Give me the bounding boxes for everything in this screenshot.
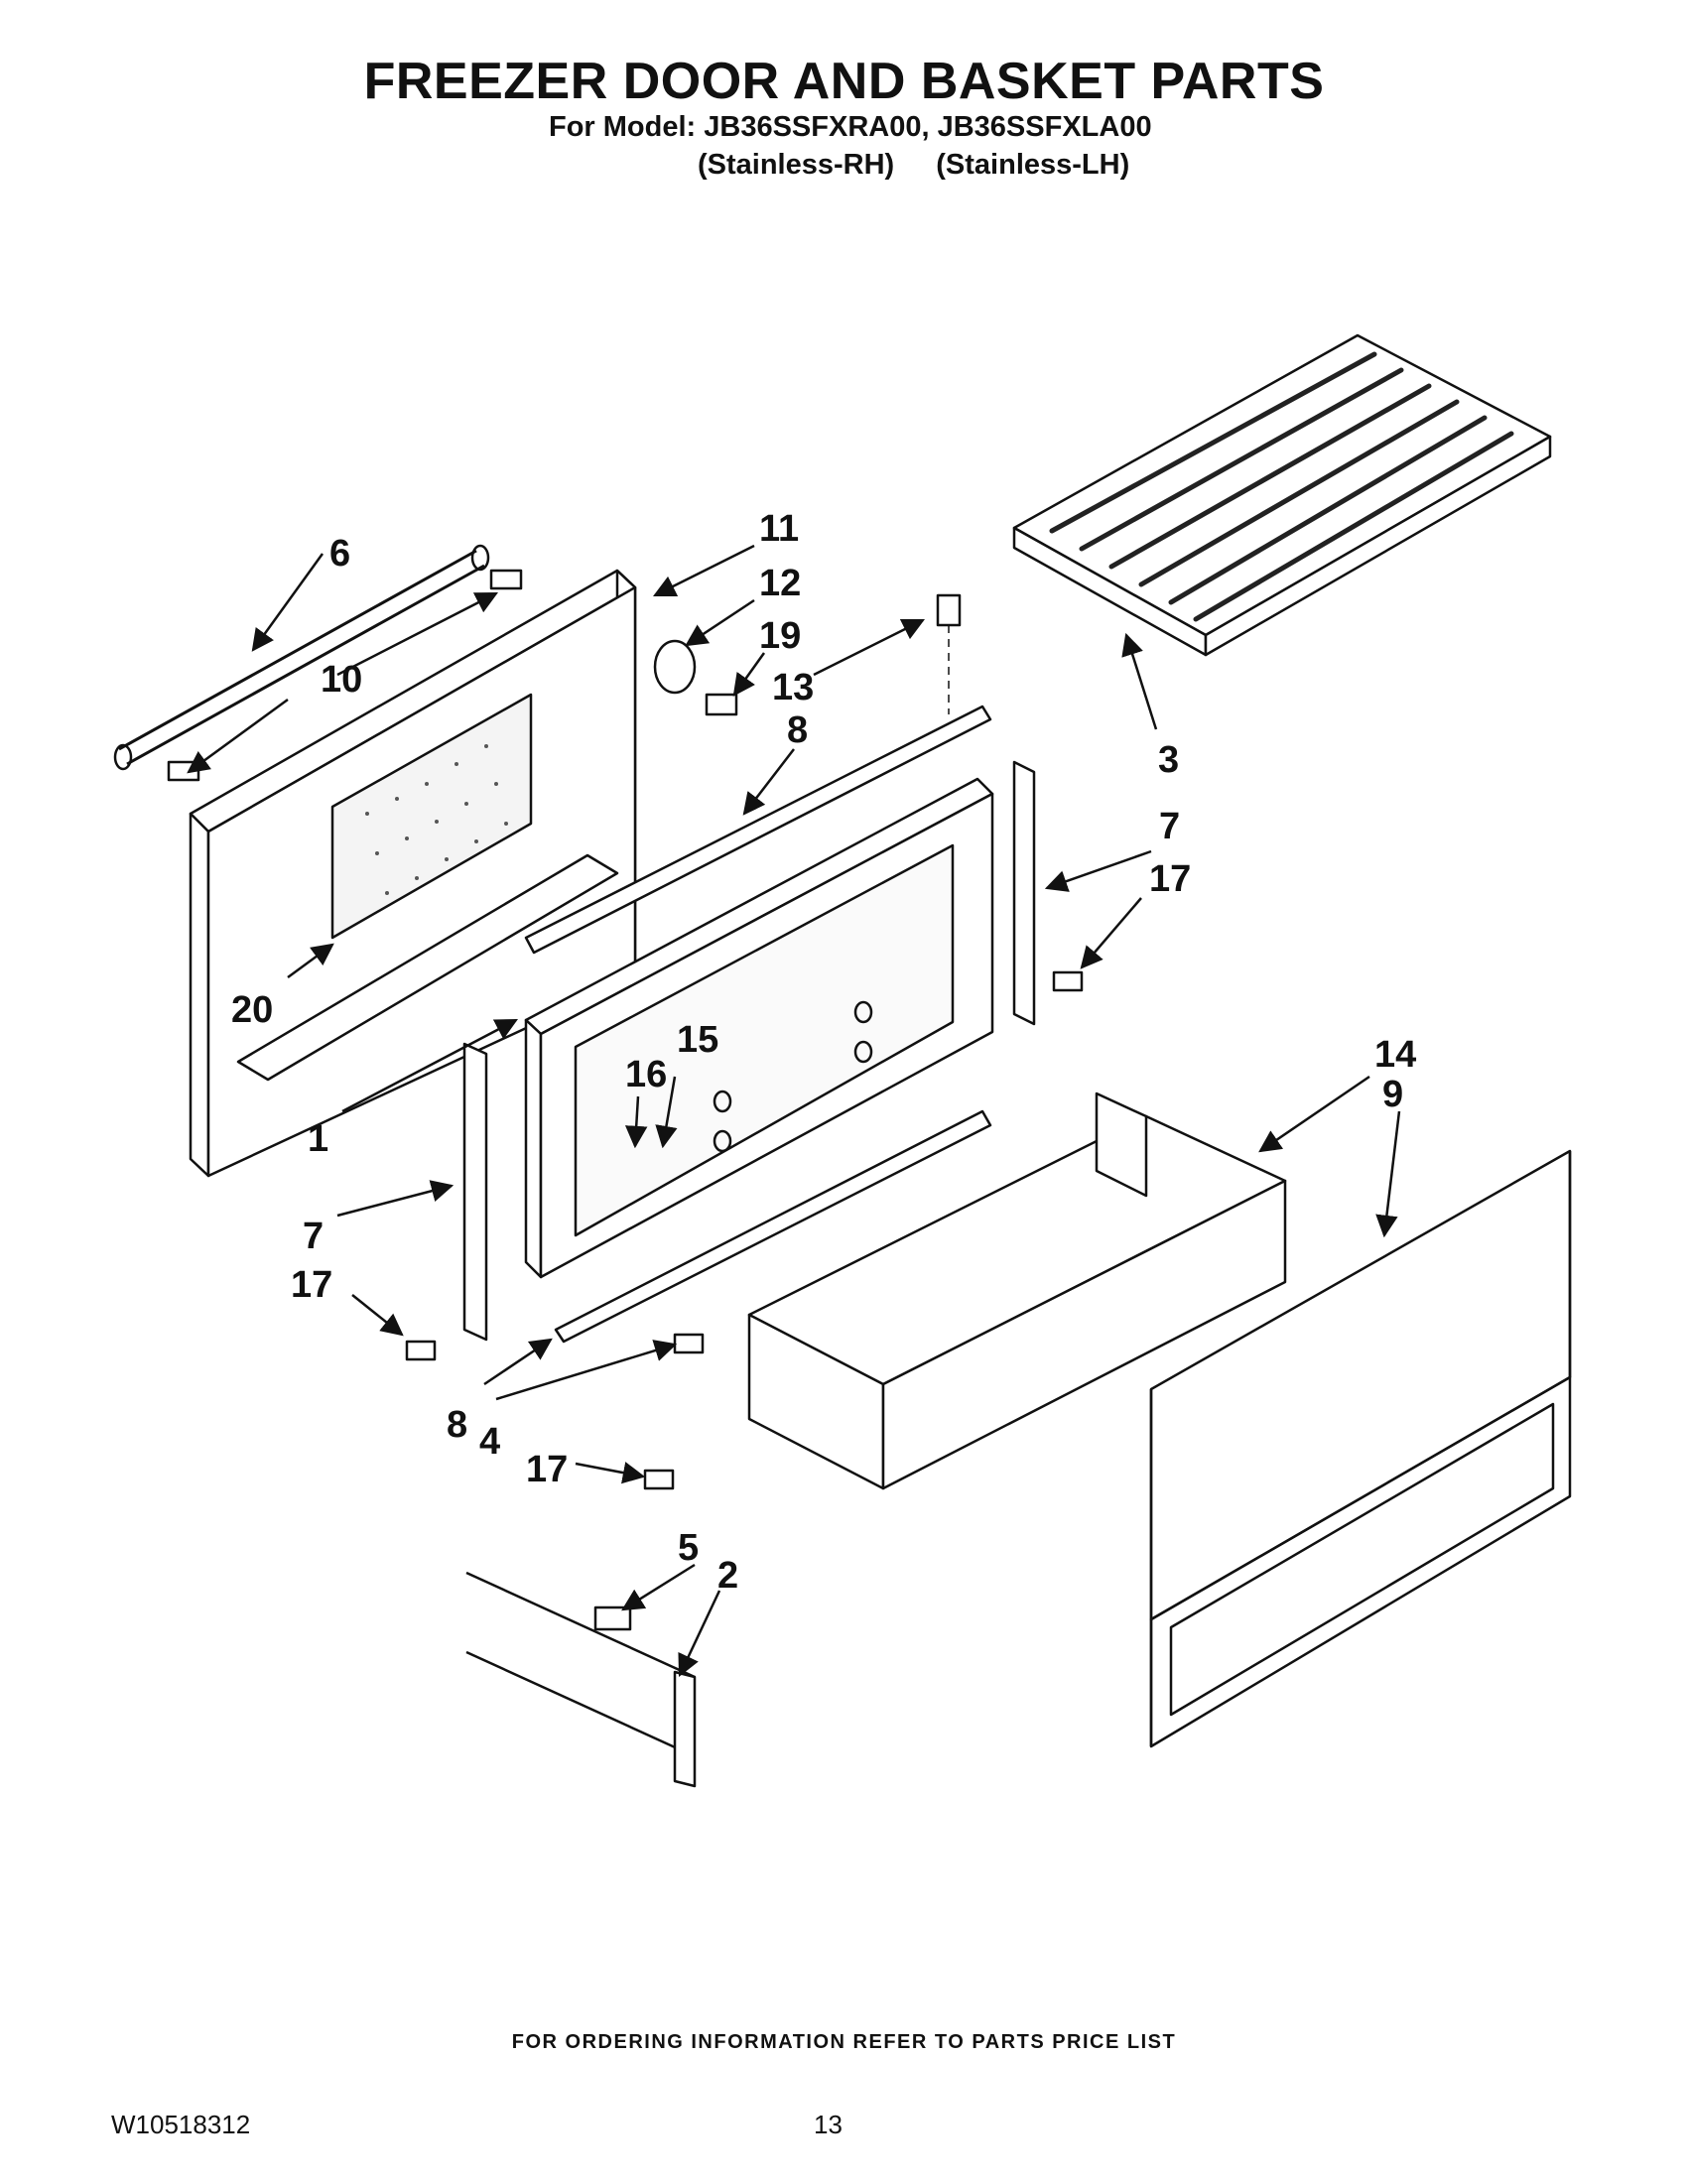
callout-15: 15 bbox=[677, 1019, 718, 1061]
side-trim-left-part bbox=[462, 1042, 488, 1342]
basket-part bbox=[747, 1092, 1287, 1490]
screw-part-4 bbox=[673, 1333, 705, 1354]
leader-lines bbox=[187, 544, 1401, 1678]
screw-part-13 bbox=[936, 593, 962, 627]
gasket-part bbox=[1149, 1149, 1572, 1748]
door-frame-part bbox=[189, 569, 637, 1178]
door-handle-part bbox=[113, 544, 523, 782]
ordering-note: FOR ORDERING INFORMATION REFER TO PARTS … bbox=[511, 2031, 1177, 2053]
page-number: 13 bbox=[814, 2110, 843, 2139]
variant-lh: (Stainless-LH) bbox=[936, 149, 1130, 181]
callout-9: 9 bbox=[1382, 1074, 1403, 1115]
callout-11: 11 bbox=[759, 508, 799, 550]
bottom-trim-part bbox=[554, 1109, 992, 1344]
callout-17-left: 17 bbox=[291, 1264, 332, 1306]
screw-part-17a bbox=[1052, 970, 1084, 992]
callout-10: 10 bbox=[321, 659, 362, 701]
callout-14: 14 bbox=[1374, 1034, 1416, 1076]
document-number: W10518312 bbox=[111, 2110, 251, 2139]
screw-part-19 bbox=[705, 693, 738, 716]
variant-rh: (Stainless-RH) bbox=[698, 149, 895, 181]
callout-2: 2 bbox=[717, 1555, 738, 1597]
callout-17-bottom: 17 bbox=[526, 1449, 568, 1490]
callout-8-top: 8 bbox=[787, 709, 808, 751]
callout-19: 19 bbox=[759, 615, 801, 657]
callout-17-right: 17 bbox=[1149, 858, 1191, 900]
callout-4: 4 bbox=[479, 1421, 500, 1463]
callout-7-left: 7 bbox=[303, 1216, 324, 1257]
side-trim-right-part bbox=[1012, 760, 1036, 1026]
screw-part-17b bbox=[405, 1340, 437, 1361]
variant-labels: (Stainless-RH) (Stainless-LH) bbox=[698, 149, 1163, 182]
screw-part-17c bbox=[643, 1469, 675, 1490]
kick-panel-part bbox=[465, 1571, 697, 1788]
callout-7-right: 7 bbox=[1159, 806, 1180, 847]
top-trim-part bbox=[524, 705, 992, 955]
callout-13: 13 bbox=[772, 667, 814, 708]
callout-20: 20 bbox=[231, 989, 273, 1031]
model-line: For Model: JB36SSFXRA00, JB36SSFXLA00 bbox=[549, 111, 1152, 143]
callout-1: 1 bbox=[308, 1118, 328, 1160]
callout-5: 5 bbox=[678, 1527, 699, 1569]
plug-part bbox=[653, 639, 697, 695]
callout-6: 6 bbox=[329, 533, 350, 575]
page-title: FREEZER DOOR AND BASKET PARTS bbox=[363, 53, 1325, 110]
callout-12: 12 bbox=[759, 563, 801, 604]
callout-3: 3 bbox=[1158, 739, 1179, 781]
callout-8-bottom: 8 bbox=[447, 1404, 467, 1446]
insulation-dots bbox=[365, 744, 508, 895]
shelf-tray-part bbox=[1012, 333, 1552, 657]
callout-16: 16 bbox=[625, 1054, 667, 1095]
